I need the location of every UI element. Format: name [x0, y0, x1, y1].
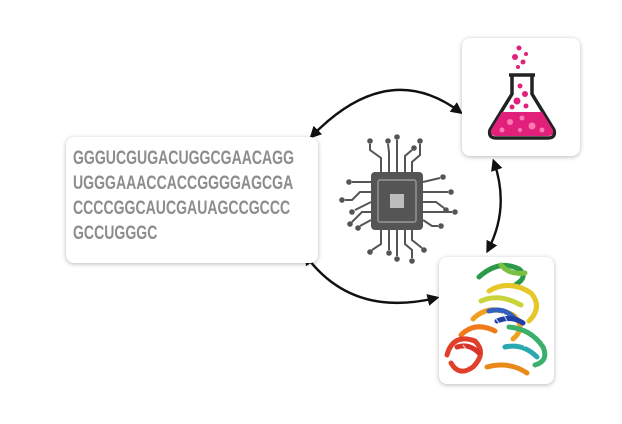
arrow-sequence-flask: [309, 88, 463, 139]
sequence-line-2: UGGGAAACCACCGGGGAGCGA: [73, 173, 294, 194]
sequence-line-3: CCCCGGCAUCGAUAGCCGCCC: [73, 198, 291, 219]
chemistry-flask-icon: [487, 45, 557, 140]
rna-sequence-card: GGGUCGUGACUGGCGAACAGG UGGGAAACCACCGGGGAG…: [66, 137, 318, 263]
sequence-line-1: GGGUCGUGACUGGCGAACAGG: [73, 148, 295, 169]
arrow-flask-rna: [486, 158, 503, 254]
rna-structure-card: [439, 257, 554, 384]
sequence-line-4: GCCUGGGC: [73, 223, 158, 244]
flask-card: [462, 38, 580, 156]
arrow-rna-sequence: [303, 253, 440, 306]
rna-sequence-text: GGGUCGUGACUGGCGAACAGG UGGGAAACCACCGGGGAG…: [73, 146, 294, 246]
rna-3d-structure-icon: [444, 262, 548, 376]
